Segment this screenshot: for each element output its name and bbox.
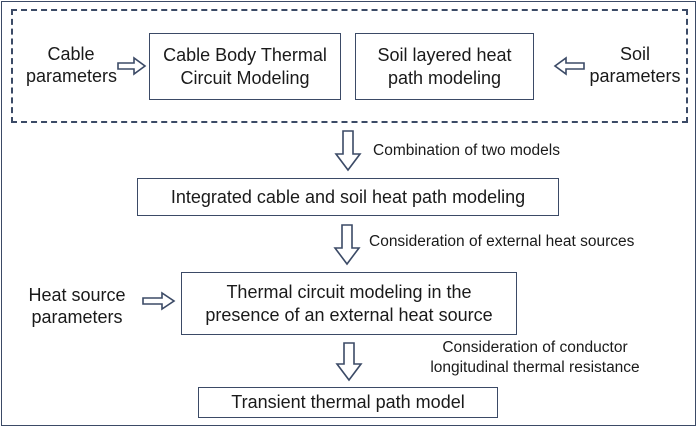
combination-note: Combination of two models bbox=[373, 142, 560, 159]
integrated-model-box: Integrated cable and soil heat path mode… bbox=[137, 178, 559, 216]
external-heat-note: Consideration of external heat sources bbox=[369, 233, 635, 250]
down-arrow-icon bbox=[334, 130, 362, 172]
left-arrow-icon bbox=[553, 56, 585, 76]
down-arrow-icon bbox=[335, 342, 363, 382]
longitudinal-resistance-note: Consideration of conductor longitudinal … bbox=[430, 339, 640, 376]
down-arrow-icon bbox=[333, 224, 361, 266]
dashed-group-frame bbox=[11, 9, 688, 123]
cable-body-thermal-circuit-box: Cable Body Thermal Circuit Modeling bbox=[149, 33, 341, 100]
right-arrow-icon bbox=[142, 291, 176, 311]
external-heat-source-model-box: Thermal circuit modeling in the presence… bbox=[181, 272, 517, 335]
soil-parameters-label: Soil parameters bbox=[589, 44, 681, 86]
cable-parameters-label: Cable parameters bbox=[26, 44, 118, 86]
transient-model-box: Transient thermal path model bbox=[198, 387, 498, 418]
right-arrow-icon bbox=[117, 56, 147, 76]
heat-source-parameters-label: Heat source parameters bbox=[28, 285, 126, 327]
soil-layered-heat-path-box: Soil layered heat path modeling bbox=[355, 33, 534, 100]
